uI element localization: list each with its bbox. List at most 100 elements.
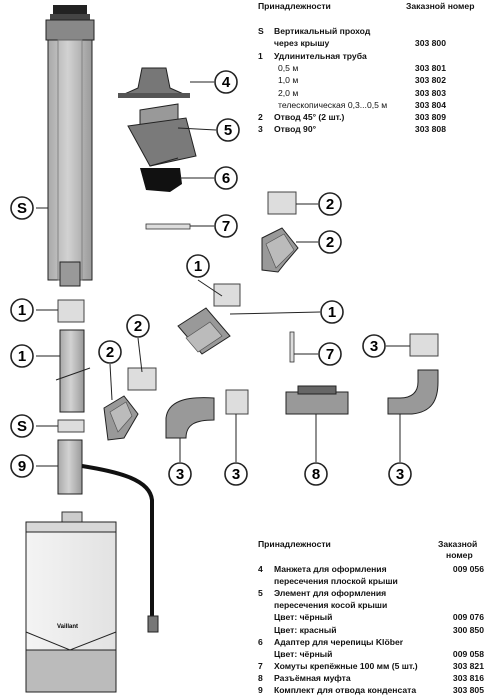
callout-2-mid: 2: [126, 314, 150, 338]
svg-text:2: 2: [134, 318, 142, 335]
row-key: S: [258, 26, 264, 36]
pipe-right: [386, 333, 439, 357]
row-text: Цвет: чёрный: [274, 612, 333, 623]
split-coupling: [285, 385, 349, 462]
clamp-7-middle: [289, 331, 318, 363]
callout-1-a: 1: [10, 298, 34, 322]
row-text: Отвод 90°: [274, 124, 317, 135]
row-text: 2,0 м: [278, 87, 299, 98]
callout-1-right: 1: [320, 300, 344, 324]
row-text: Манжета для оформления: [274, 564, 387, 574]
pipe-section-short: [36, 299, 85, 323]
svg-text:1: 1: [18, 348, 26, 365]
callout-9: 9: [10, 454, 34, 478]
row-order-number: 303 805: [452, 685, 484, 695]
row-key: 8: [258, 672, 263, 683]
svg-text:S: S: [17, 418, 27, 435]
svg-text:S: S: [17, 200, 27, 217]
row-text: Элемент для оформления: [274, 588, 387, 599]
row-order-number: 303 809: [414, 112, 446, 123]
row-order-number: 303 803: [414, 87, 446, 98]
callout-1-b: 1: [10, 344, 34, 368]
row-order-number: 303 821: [452, 660, 484, 671]
callout-3-c: 3: [388, 462, 412, 486]
row-order-number: 009 056: [452, 564, 484, 574]
mounting-clamp: [145, 223, 214, 230]
callout-s-top: S: [10, 196, 34, 220]
svg-text:1: 1: [194, 258, 202, 275]
vertical-roof-flue: [45, 5, 95, 287]
row-text: Разъёмная муфта: [274, 672, 351, 683]
row-text: через крышу: [274, 38, 330, 49]
diagonal-pipe-group: [177, 279, 321, 355]
row-order-number: 303 802: [414, 75, 446, 86]
row-order-number: 300 850: [452, 624, 484, 635]
row-text: Цвет: красный: [274, 624, 337, 635]
svg-text:5: 5: [224, 122, 232, 139]
row-order-number: 303 804: [414, 99, 446, 110]
callout-s-bottom: S: [10, 414, 34, 438]
row-key: 5: [258, 588, 263, 599]
callout-2-left: 2: [98, 340, 122, 364]
row-order-number: 303 800: [414, 38, 446, 49]
svg-text:3: 3: [232, 466, 240, 483]
callout-3-a: 3: [168, 462, 192, 486]
svg-text:2: 2: [326, 234, 334, 251]
row-key: 9: [258, 685, 263, 695]
elbow-90-middle: [165, 397, 215, 462]
bottom-table-header-right-1: Заказной: [438, 539, 478, 549]
callout-5: 5: [216, 118, 240, 142]
svg-text:7: 7: [326, 346, 334, 363]
row-text: Отвод 45° (2 шт.): [274, 112, 345, 123]
row-text: пересечения косой крыши: [274, 600, 388, 611]
svg-text:3: 3: [370, 338, 378, 355]
callout-7-mid: 7: [318, 342, 342, 366]
svg-text:9: 9: [18, 458, 26, 475]
straight-pipe-middle: [225, 389, 249, 462]
elbow-45-top: [261, 227, 318, 273]
callout-2-a: 2: [318, 192, 342, 216]
row-key: 2: [258, 112, 263, 123]
short-pipe-2: [267, 191, 318, 215]
bottom-table-header-right-2: номер: [446, 550, 473, 560]
row-order-number: 009 076: [452, 612, 484, 623]
row-key: 3: [258, 124, 263, 135]
pitched-roof-element: [127, 103, 197, 167]
row-text: Удлинительная труба: [274, 50, 367, 61]
row-order-number: 303 801: [414, 62, 446, 73]
row-key: 6: [258, 636, 263, 647]
row-text: Адаптер для черепицы Klöber: [274, 636, 404, 647]
pipe-section-long: [36, 329, 91, 413]
row-order-number: 303 808: [414, 124, 446, 135]
flat-roof-collar: [118, 67, 190, 98]
row-key: 7: [258, 660, 263, 671]
tile-adapter: [140, 168, 182, 192]
boiler-brand: Vaillant: [57, 624, 78, 630]
top-table-header-right: Заказной номер: [406, 1, 475, 11]
callout-4: 4: [214, 70, 238, 94]
row-text: Вертикальный проход: [274, 26, 371, 36]
callout-3-right-top: 3: [362, 334, 386, 358]
callout-2-b: 2: [318, 230, 342, 254]
svg-text:4: 4: [222, 74, 231, 91]
pipe-section-s: [36, 419, 85, 433]
row-text: пересечения плоской крыши: [274, 576, 398, 587]
callout-7-top: 7: [214, 214, 238, 238]
elbow-45-left: [103, 337, 157, 441]
row-key: 1: [258, 50, 263, 61]
svg-text:2: 2: [106, 344, 114, 361]
bottom-table-header-left: Принадлежности: [258, 539, 331, 549]
row-text: 1,0 м: [278, 75, 299, 86]
row-text: Цвет: чёрный: [274, 648, 333, 659]
svg-text:3: 3: [396, 466, 404, 483]
row-text: Хомуты крепёжные 100 мм (5 шт.): [274, 660, 418, 671]
callout-1-diag: 1: [186, 254, 210, 278]
row-text: Комплект для отвода конденсата: [274, 685, 417, 695]
row-order-number: 303 816: [452, 672, 484, 683]
callout-6: 6: [214, 166, 238, 190]
row-key: 4: [258, 564, 263, 574]
boiler: Vaillant: [25, 511, 117, 693]
svg-text:8: 8: [312, 466, 320, 483]
elbow-90-right: [387, 369, 439, 462]
